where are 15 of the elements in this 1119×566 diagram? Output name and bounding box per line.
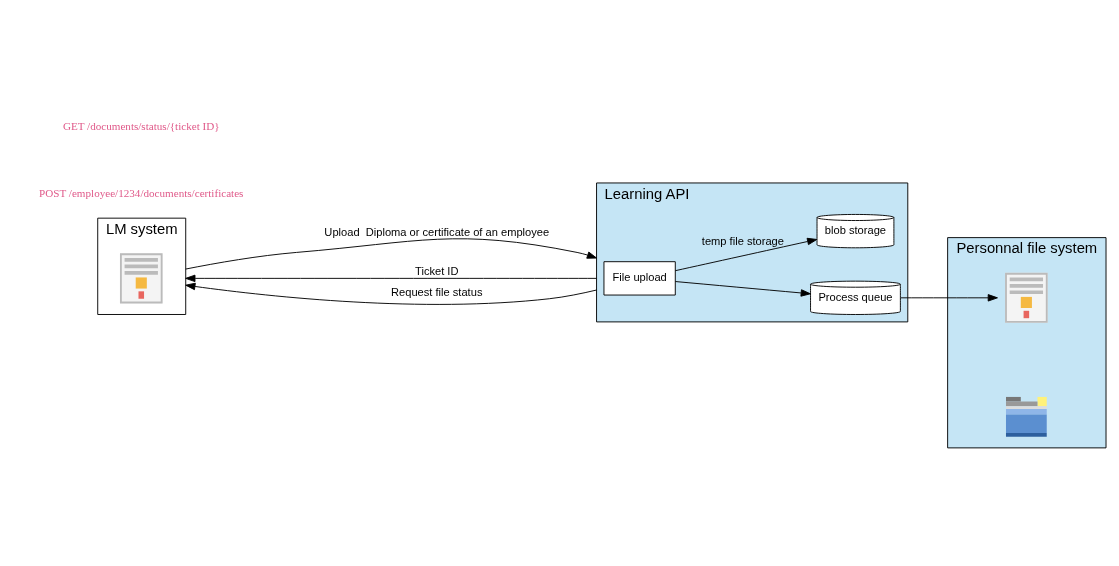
arrow (185, 274, 597, 283)
edge-label: Upload Diploma or certificate of an employee (324, 226, 550, 239)
arrow (900, 294, 998, 302)
cluster: Personnal file system (947, 237, 1107, 449)
edge-label: temp file storage (701, 234, 784, 247)
arrow (674, 237, 818, 272)
label: POST /employee/1234/documents/certificates (39, 186, 244, 199)
label: GET /documents/status/{ticket ID} (62, 120, 220, 133)
arrow (185, 282, 597, 305)
edge-label: Ticket ID (415, 265, 459, 278)
arrow (674, 281, 811, 297)
arrow (185, 238, 597, 270)
cluster: LM system (97, 217, 187, 315)
edge-label: Request file status (391, 285, 483, 298)
node-box: File upload (603, 261, 676, 296)
